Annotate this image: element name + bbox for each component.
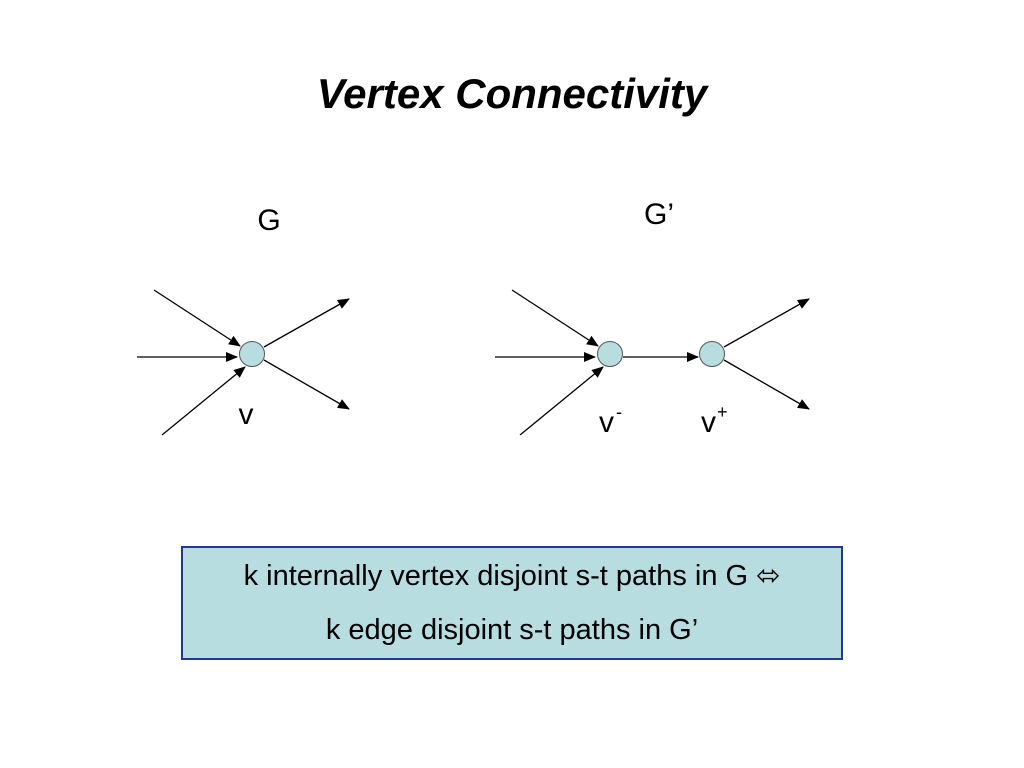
vertex-v-label: v xyxy=(239,398,254,431)
edge-in-lower-prime xyxy=(519,366,604,436)
statement-line-2: k edge disjoint s-t paths in G’ xyxy=(325,614,699,646)
edge-out-lower xyxy=(263,359,350,410)
edge-in-lower xyxy=(161,366,246,436)
vertex-v-plus xyxy=(699,341,725,367)
edge-out-upper xyxy=(263,298,350,348)
slide-title: Vertex Connectivity xyxy=(316,70,708,117)
graph-g-prime: G’ v- v+ xyxy=(495,198,810,439)
edge-out-upper-prime xyxy=(723,298,810,348)
vertex-v xyxy=(239,341,265,367)
edge-in-upper-prime xyxy=(511,289,599,347)
vertex-v-plus-label: v+ xyxy=(701,402,728,439)
vertex-v-minus-label: v- xyxy=(599,402,622,439)
vertex-v-plus-base: v xyxy=(701,406,716,439)
vertex-v-minus-sup: - xyxy=(616,402,622,422)
graph-g-prime-label: G’ xyxy=(644,198,674,231)
vertex-v-minus xyxy=(597,341,623,367)
statement-box: k internally vertex disjoint s-t paths i… xyxy=(181,546,843,660)
edge-in-upper xyxy=(153,289,241,347)
vertex-v-minus-base: v xyxy=(599,406,614,439)
graph-g: G v xyxy=(137,204,350,436)
graph-g-label: G xyxy=(257,204,280,237)
statement-line-1: k internally vertex disjoint s-t paths i… xyxy=(243,560,781,592)
edge-out-lower-prime xyxy=(723,359,810,410)
vertex-v-plus-sup: + xyxy=(717,402,728,422)
